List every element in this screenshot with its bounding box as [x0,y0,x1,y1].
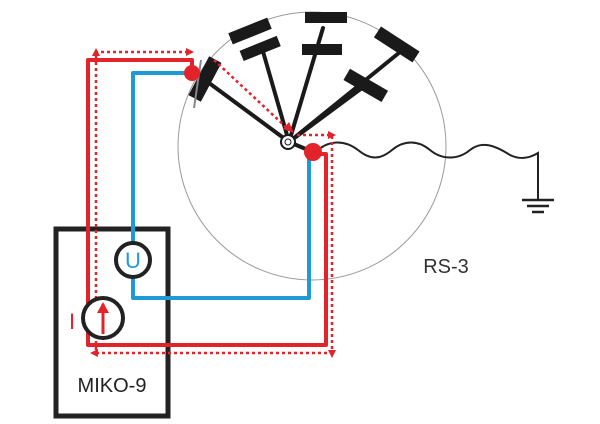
terminal-earth [304,143,322,161]
electrode-plate-right [343,68,389,103]
object-label: RS-3 [423,256,469,278]
voltage-circuit [131,71,311,300]
current-source-icon [81,296,125,340]
device-frame [53,226,171,419]
electrode-plate-top-left-1 [228,17,272,45]
device-label: MIKO-9 [78,375,147,397]
current-symbol: I [69,309,75,334]
electrode-plate-top-1 [305,12,347,23]
ground-icon [522,198,554,214]
terminal-electrode [184,65,200,81]
current-circuit [86,58,328,347]
voltmeter-icon: U [114,241,152,279]
electrode-icon [188,12,420,109]
earth-wire [317,141,539,200]
electrode-plate-top-2 [302,44,342,55]
current-flow-arrows [90,48,336,358]
voltage-symbol: U [125,248,141,273]
electrode-plate-top-right [373,26,420,63]
electrode-plate-top-left-2 [239,35,281,62]
